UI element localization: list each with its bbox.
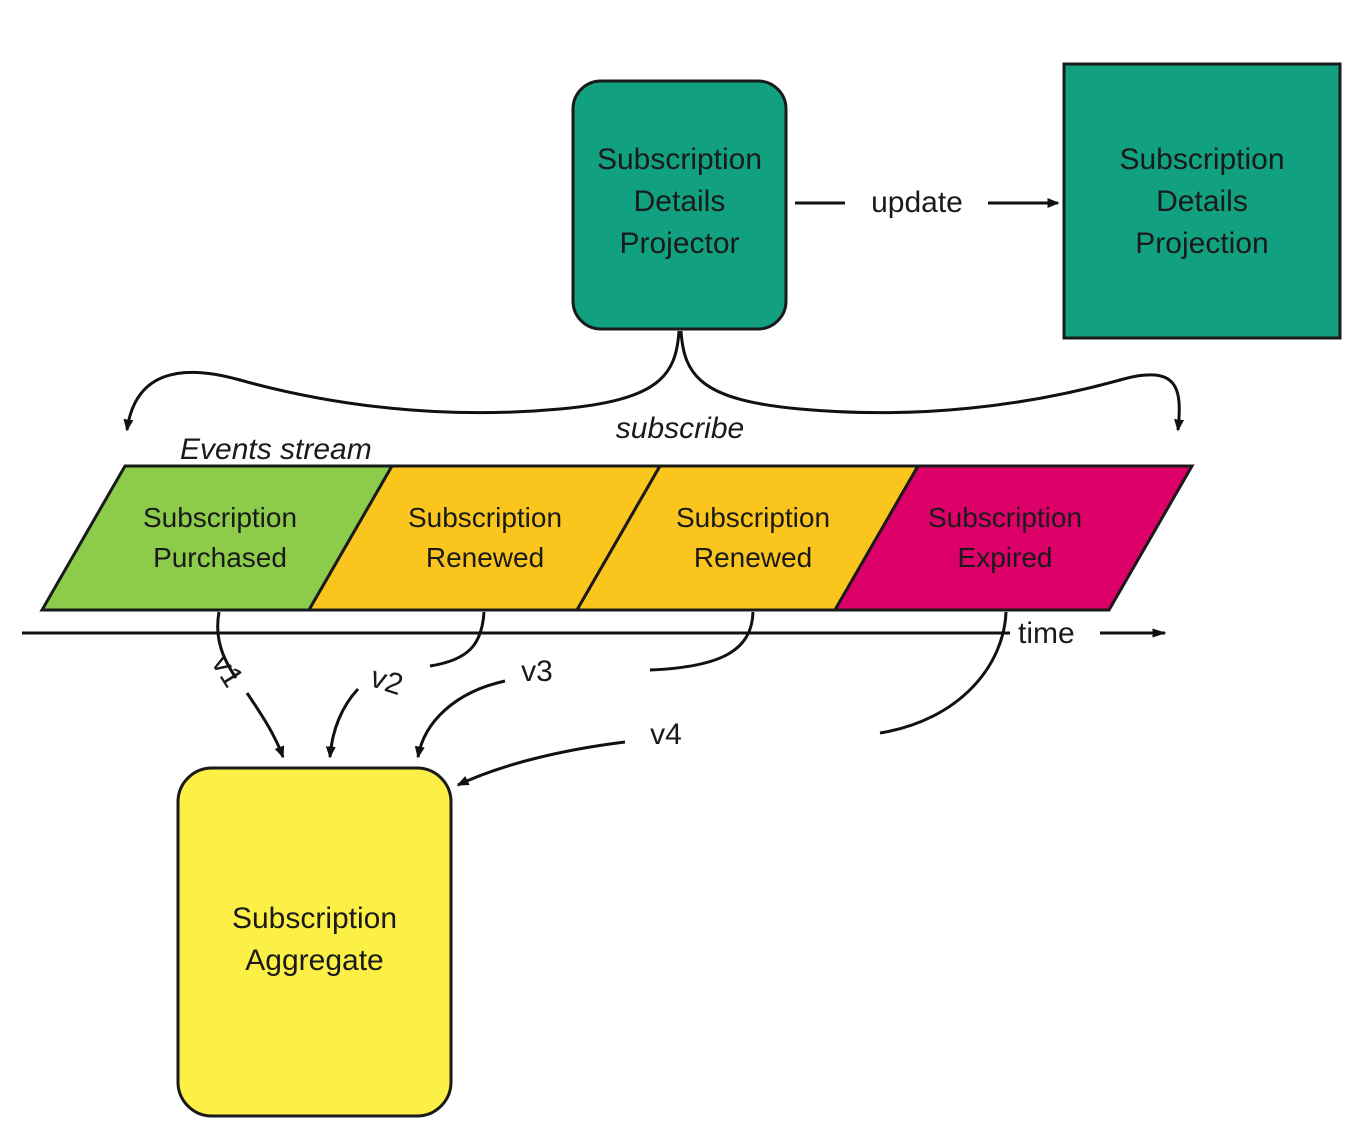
version-edge-v1-tail bbox=[245, 692, 285, 759]
projection-node-shape[interactable] bbox=[1062, 62, 1342, 340]
subscribe-edge-label: subscribe bbox=[615, 412, 745, 445]
update-edge-label: update bbox=[871, 186, 963, 219]
version-label-v3: v3 bbox=[521, 655, 553, 688]
version-edge-v2 bbox=[429, 611, 486, 668]
version-edge-v4-tail bbox=[456, 740, 626, 787]
event-segment-subscription-expired[interactable] bbox=[832, 464, 1195, 612]
subscribe-edge-left bbox=[123, 330, 681, 432]
version-edge-v4 bbox=[879, 611, 1008, 735]
version-edge-v3 bbox=[649, 611, 755, 672]
events-stream-caption: Events stream bbox=[180, 433, 372, 466]
subscribe-edge-right bbox=[679, 330, 1185, 432]
aggregate-node-shape[interactable] bbox=[176, 766, 453, 1118]
version-edge-v1 bbox=[216, 611, 238, 679]
projector-node-shape[interactable] bbox=[571, 79, 788, 331]
version-label-v4: v4 bbox=[650, 718, 682, 751]
time-axis-label: time bbox=[1018, 617, 1075, 650]
version-edge-v2-tail bbox=[325, 687, 360, 759]
version-edge-v3-tail bbox=[414, 679, 506, 759]
